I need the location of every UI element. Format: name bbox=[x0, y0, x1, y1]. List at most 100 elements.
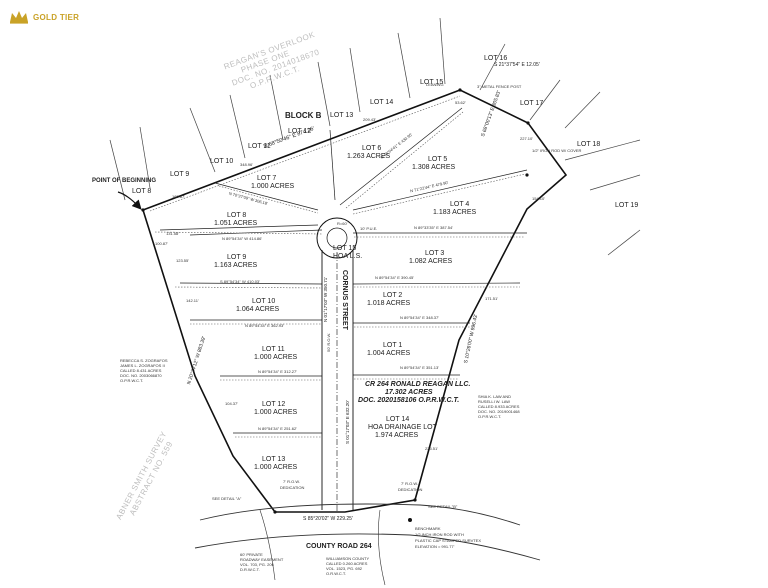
ext-lot-label: LOT 13 bbox=[330, 112, 353, 119]
neighbor-lots: LOT 8 LOT 9 LOT 10 LOT 11 LOT 12 LOT 13 … bbox=[132, 55, 638, 209]
lot-acres: 1.000 ACRES bbox=[254, 464, 298, 471]
benchmark-note: BENCHMARK 1/2 INCH IRON ROD WITH PLASTIC… bbox=[415, 526, 481, 549]
svg-text:S 01°17'03" E 632.20': S 01°17'03" E 632.20' bbox=[345, 400, 350, 444]
svg-text:N 89°54'34" W 414.86': N 89°54'34" W 414.86' bbox=[222, 236, 262, 241]
svg-text:227.10': 227.10' bbox=[520, 136, 533, 141]
svg-text:N 01°17'03" W 350.71': N 01°17'03" W 350.71' bbox=[323, 277, 328, 322]
svg-text:1/2" IRON ROD W/ COVER: 1/2" IRON ROD W/ COVER bbox=[532, 148, 582, 153]
survey-ghost-label: ABNER SMITH SURVEY ABSTRACT NO. 559 bbox=[114, 430, 174, 521]
misc-callouts: LEANING 3" METAL FENCE POST 1/2" IRON RO… bbox=[326, 82, 582, 352]
county-road bbox=[194, 503, 541, 586]
svg-text:BENCHMARK: BENCHMARK bbox=[415, 526, 441, 531]
svg-text:S 68°00'13" E 305.83': S 68°00'13" E 305.83' bbox=[480, 90, 502, 138]
tract-line1: CR 264 RONALD REAGAN LLC. bbox=[365, 381, 470, 388]
ext-lot-label: LOT 17 bbox=[520, 100, 543, 107]
lot-name: LOT 5 bbox=[428, 156, 447, 163]
svg-text:165.87': 165.87' bbox=[172, 194, 185, 199]
subdivision-boundary bbox=[142, 89, 568, 513]
svg-text:N 89°54'34" E 348.37': N 89°54'34" E 348.37' bbox=[400, 315, 439, 320]
svg-text:1/2 INCH IRON ROD WITH: 1/2 INCH IRON ROD WITH bbox=[415, 532, 464, 537]
svg-text:154.10': 154.10' bbox=[532, 196, 545, 201]
svg-text:142.11': 142.11' bbox=[186, 298, 199, 303]
see-detail-b: SEE DETAIL "B" bbox=[428, 504, 458, 509]
svg-text:VOL. 703, PG. 206: VOL. 703, PG. 206 bbox=[240, 562, 275, 567]
see-detail-a: SEE DETAIL "A" bbox=[212, 496, 242, 501]
tract-line2: 17.302 ACRES bbox=[385, 389, 433, 396]
svg-text:LEANING: LEANING bbox=[426, 82, 444, 87]
svg-text:S 10°26'00" W 996.43': S 10°26'00" W 996.43' bbox=[463, 314, 479, 364]
svg-text:104.37': 104.37' bbox=[225, 401, 238, 406]
svg-text:100.87': 100.87' bbox=[155, 241, 168, 246]
subdivision-ghost-label: REAGAN'S OVERLOOK PHASE ONE DOC. NO. 201… bbox=[223, 30, 321, 91]
svg-text:JAMES L. ZOGRAFOS II: JAMES L. ZOGRAFOS II bbox=[120, 363, 165, 368]
point-of-beginning-label: POINT OF BEGINNING bbox=[92, 178, 156, 184]
svg-text:WILLIAMSON COUNTY: WILLIAMSON COUNTY bbox=[326, 556, 369, 561]
svg-text:O.R.W.C.T.: O.R.W.C.T. bbox=[326, 571, 346, 576]
street-label: CORNUS STREET bbox=[341, 270, 348, 331]
lot-name: LOT 3 bbox=[425, 250, 444, 257]
svg-text:CALLED 0.260 ACRES: CALLED 0.260 ACRES bbox=[326, 561, 368, 566]
lot-name: LOT 14 bbox=[386, 416, 409, 423]
svg-text:DOC. NO. 2003066870: DOC. NO. 2003066870 bbox=[120, 373, 162, 378]
lot-name: LOT 1 bbox=[383, 342, 402, 349]
svg-text:O.P.R.W.C.T.: O.P.R.W.C.T. bbox=[478, 414, 501, 419]
svg-text:D.R.W.C.T.: D.R.W.C.T. bbox=[240, 567, 260, 572]
svg-text:131.58': 131.58' bbox=[166, 231, 179, 236]
row-dedication-left: 7' R.O.W. DEDICATION bbox=[280, 479, 304, 490]
lot-name: LOT 8 bbox=[227, 212, 246, 219]
svg-text:S 21°37'54" E 12.05': S 21°37'54" E 12.05' bbox=[494, 62, 540, 68]
monument-markers bbox=[141, 88, 530, 522]
lot-acres: 1.004 ACRES bbox=[367, 350, 411, 357]
road-label: COUNTY ROAD 264 bbox=[306, 543, 372, 550]
logo: GOLD TIER bbox=[8, 10, 79, 24]
lot-acres: 1.018 ACRES bbox=[367, 300, 411, 307]
lot-name: LOT 13 bbox=[262, 456, 285, 463]
neighbor-lot-lines bbox=[109, 17, 641, 256]
svg-text:DEDICATION: DEDICATION bbox=[280, 485, 304, 490]
svg-text:60' PRIVATE: 60' PRIVATE bbox=[240, 552, 263, 557]
lot-acres: 1.000 ACRES bbox=[254, 354, 298, 361]
svg-text:O.P.R.W.C.T.: O.P.R.W.C.T. bbox=[120, 378, 143, 383]
svg-text:50' R.O.W.: 50' R.O.W. bbox=[326, 333, 331, 352]
svg-text:S 89°54'34" W 410.03': S 89°54'34" W 410.03' bbox=[220, 279, 260, 284]
lot-name: LOT 11 bbox=[262, 346, 285, 353]
lot-sub: HOA DRAINAGE LOT bbox=[368, 424, 438, 431]
ext-lot-label: LOT 11 bbox=[248, 143, 271, 150]
lot-acres: 1.974 ACRES bbox=[375, 432, 419, 439]
svg-text:123.55': 123.55' bbox=[176, 258, 189, 263]
lot-acres: 1.064 ACRES bbox=[236, 306, 280, 313]
subdivision-lots: LOT 1 1.004 ACRES LOT 2 1.018 ACRES LOT … bbox=[214, 145, 477, 471]
tract-label: CR 264 RONALD REAGAN LLC. 17.302 ACRES D… bbox=[358, 381, 470, 404]
svg-text:N 71°22'44" E 479.90': N 71°22'44" E 479.90' bbox=[410, 180, 449, 194]
point-of-beginning-arrow bbox=[117, 191, 142, 210]
crown-icon bbox=[10, 11, 28, 24]
ext-lot-label: LOT 9 bbox=[170, 171, 189, 178]
svg-text:R=60': R=60' bbox=[337, 221, 348, 226]
row-dedication-right: 7' R.O.W. DEDICATION bbox=[398, 481, 422, 492]
ext-lot-label: LOT 10 bbox=[210, 158, 233, 165]
lot-name: LOT 10 bbox=[252, 298, 275, 305]
svg-text:N 70°27'09" W 306.18': N 70°27'09" W 306.18' bbox=[228, 191, 268, 206]
svg-text:348.96': 348.96' bbox=[240, 162, 253, 167]
svg-text:171.51': 171.51' bbox=[485, 296, 498, 301]
svg-text:SHIA K. LAW AND: SHIA K. LAW AND bbox=[478, 394, 511, 399]
ext-lot-label: LOT 16 bbox=[484, 55, 507, 62]
lot-acres: 1.163 ACRES bbox=[214, 262, 258, 269]
survey-line1: ABNER SMITH SURVEY bbox=[114, 430, 168, 521]
svg-text:N 89°54'34" E 362.93': N 89°54'34" E 362.93' bbox=[245, 323, 284, 328]
svg-text:53.62': 53.62' bbox=[455, 100, 466, 105]
lot-acres: 1.051 ACRES bbox=[214, 220, 258, 227]
interior-lot-lines bbox=[159, 107, 528, 434]
svg-text:225.51': 225.51' bbox=[425, 446, 438, 451]
svg-text:CALLED 8.933 ACRES: CALLED 8.933 ACRES bbox=[478, 404, 520, 409]
svg-text:DOC. NO. 2019001468: DOC. NO. 2019001468 bbox=[478, 409, 520, 414]
easement-lines bbox=[149, 95, 526, 438]
svg-text:PLASTIC CAP STAMPED SURVTEX: PLASTIC CAP STAMPED SURVTEX bbox=[415, 538, 481, 543]
svg-text:209.43': 209.43' bbox=[363, 117, 376, 122]
lot-acres: 1.000 ACRES bbox=[251, 183, 295, 190]
lot-name: LOT 15 bbox=[333, 245, 356, 252]
svg-text:N 89°54'34" E 312.27': N 89°54'34" E 312.27' bbox=[258, 369, 297, 374]
svg-text:10' P.U.E.: 10' P.U.E. bbox=[360, 226, 377, 231]
lot-name: LOT 2 bbox=[383, 292, 402, 299]
